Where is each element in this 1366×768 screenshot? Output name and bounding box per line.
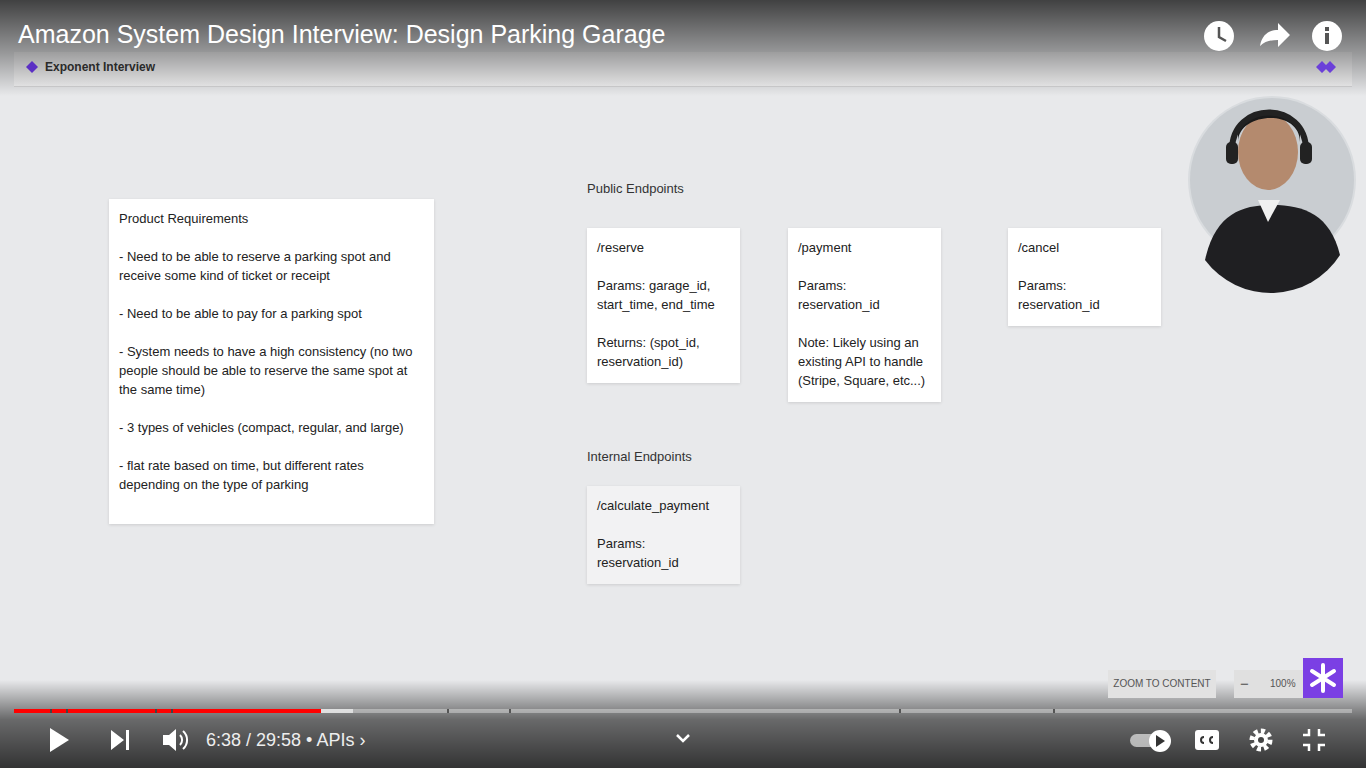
zoom-out-button: − [1240, 675, 1249, 692]
card-text: Note: Likely using an existing API to ha… [798, 333, 931, 390]
progress-played [14, 709, 321, 713]
time-display: 6:38 / 29:58 • APIs › [206, 730, 365, 751]
card-text: - flat rate based on time, but different… [119, 456, 424, 494]
card-heading: /cancel [1018, 238, 1151, 257]
share-icon [1260, 23, 1290, 47]
card-text: Params: reservation_id [798, 276, 931, 314]
zoom-button: ZOOM TO CONTENT [1108, 670, 1216, 698]
endpoint-card: /cancelParams: reservation_id [1008, 228, 1161, 326]
card-text: - System needs to have a high consistenc… [119, 342, 424, 399]
fullscreen-icon [1303, 729, 1325, 751]
assistant-button [1303, 658, 1343, 698]
card-heading: /reserve [597, 238, 730, 257]
card-text: - Need to be able to pay for a parking s… [119, 304, 424, 323]
card-text: Params: reservation_id [1018, 276, 1151, 314]
card-heading: /payment [798, 238, 931, 257]
chevron-icon [677, 735, 689, 741]
requirements-card: Product Requirements - Need to be able to… [109, 199, 434, 524]
progress-buffer [14, 709, 353, 713]
next-icon [111, 730, 129, 750]
brand-label: Exponent Interview [45, 60, 155, 74]
progress-track [14, 709, 1352, 713]
card-text: - 3 types of vehicles (compact, regular,… [119, 418, 424, 437]
card-heading: Product Requirements [119, 209, 424, 228]
cc-icon [1195, 730, 1219, 750]
play-icon [50, 728, 69, 752]
volume-icon [163, 729, 176, 751]
video-title: Amazon System Design Interview: Design P… [18, 20, 666, 49]
zoom-level: 100% [1270, 678, 1296, 689]
card-text: Params: garage_id, start_time, end_time [597, 276, 730, 314]
endpoint-card: /reserveParams: garage_id, start_time, e… [587, 228, 740, 383]
section-heading: Internal Endpoints [587, 449, 692, 464]
endpoint-card: /calculate_paymentParams: reservation_id [587, 486, 740, 584]
card-text: - Need to be able to reserve a parking s… [119, 247, 424, 285]
zoom-control [1234, 670, 1304, 698]
logo-icon [26, 61, 38, 73]
card-heading: /calculate_payment [597, 496, 730, 515]
logo-icon [1316, 61, 1336, 73]
clock-icon [1204, 21, 1234, 51]
section-heading: Public Endpoints [587, 181, 684, 196]
info-icon [1312, 21, 1342, 51]
card-text: Returns: (spot_id, reservation_id) [597, 333, 730, 371]
card-text: Params: reservation_id [597, 534, 730, 572]
endpoint-card: /paymentParams: reservation_idNote: Like… [788, 228, 941, 402]
settings-icon [1252, 731, 1270, 749]
